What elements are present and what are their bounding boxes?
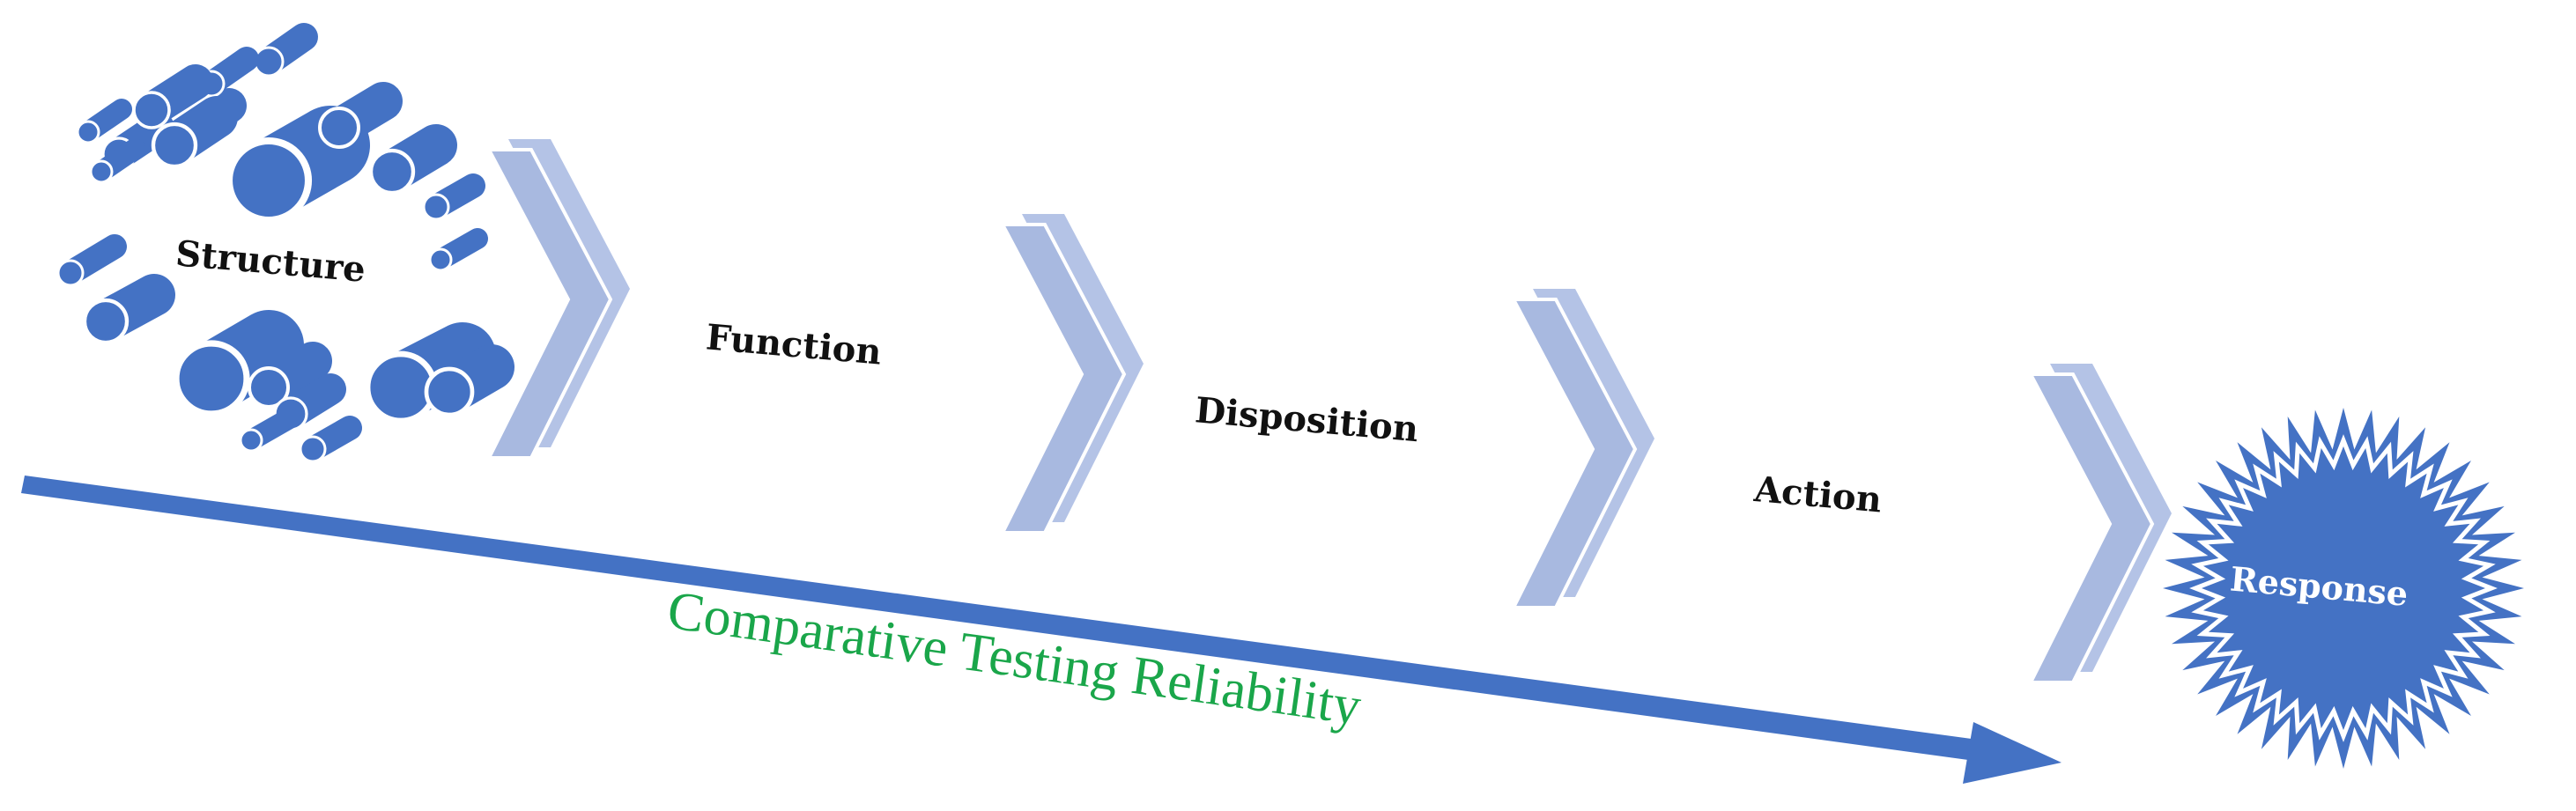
structure-label: Structure bbox=[174, 232, 367, 291]
cylinder bbox=[368, 124, 457, 195]
burst-outer-ring bbox=[2163, 408, 2524, 769]
cylinder-face bbox=[422, 193, 450, 221]
cylinder bbox=[89, 138, 145, 184]
burst-inner-ring bbox=[2189, 434, 2498, 742]
chevron-face bbox=[1510, 298, 1638, 609]
chevron-group bbox=[485, 139, 2172, 684]
structure-cylinders-icon bbox=[56, 23, 514, 463]
cylinder-face bbox=[299, 435, 327, 463]
cylinder bbox=[56, 234, 127, 287]
cylinder-face bbox=[248, 366, 290, 409]
disposition-label: Disposition bbox=[1194, 389, 1420, 450]
cylinder bbox=[318, 82, 403, 149]
response-burst-icon bbox=[2163, 408, 2524, 769]
cylinder-face bbox=[368, 148, 416, 195]
function-label: Function bbox=[705, 316, 884, 372]
cylinder-face bbox=[132, 91, 171, 129]
chevron-face bbox=[999, 223, 1127, 535]
cylinder bbox=[428, 228, 488, 272]
cylinder-face bbox=[428, 247, 453, 272]
cylinder-face bbox=[225, 136, 313, 225]
cylinder bbox=[76, 99, 132, 144]
chevron-arrow bbox=[485, 139, 630, 460]
action-label: Action bbox=[1751, 468, 1883, 521]
cylinder-face bbox=[89, 159, 114, 184]
cylinder-face bbox=[56, 259, 85, 287]
cylinder-face bbox=[253, 46, 285, 77]
cylinder-face bbox=[239, 428, 263, 453]
chevron-arrow bbox=[1510, 289, 1654, 609]
cylinder bbox=[151, 96, 238, 169]
cylinder bbox=[253, 23, 318, 77]
cylinder bbox=[299, 416, 362, 463]
cylinder-face bbox=[76, 120, 100, 144]
cylinder-face bbox=[364, 350, 438, 424]
cylinder bbox=[248, 342, 332, 409]
chevron-face bbox=[485, 148, 613, 460]
cylinder bbox=[82, 274, 175, 345]
chevron-arrow bbox=[999, 214, 1144, 535]
cylinder-face bbox=[173, 340, 250, 417]
cylinder bbox=[422, 173, 485, 221]
chevron-face bbox=[2027, 372, 2155, 684]
cylinder-face bbox=[151, 122, 198, 169]
cylinder bbox=[132, 64, 213, 129]
axis-arrow bbox=[21, 476, 2062, 784]
axis-arrow-shaft bbox=[21, 476, 1991, 763]
cylinder-face bbox=[424, 366, 475, 417]
cylinder bbox=[424, 344, 514, 417]
cylinder-face bbox=[82, 298, 130, 345]
cylinder bbox=[239, 409, 299, 453]
cylinder bbox=[225, 106, 370, 225]
chevron-arrow bbox=[2027, 364, 2172, 684]
cylinder bbox=[173, 310, 304, 417]
axis-arrow-head bbox=[1963, 722, 2062, 784]
cylinder-face bbox=[318, 107, 360, 149]
